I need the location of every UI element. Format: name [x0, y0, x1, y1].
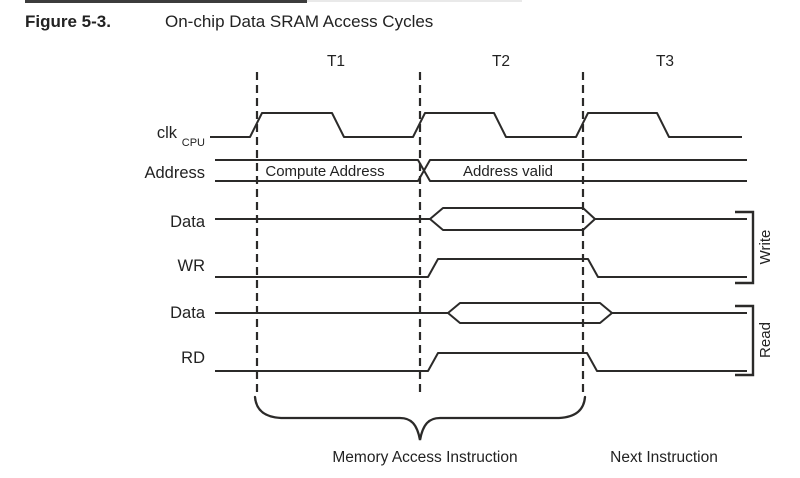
wr-waveform [215, 258, 747, 278]
read-group-bracket [735, 304, 755, 377]
data-read-valid-bus [447, 302, 613, 324]
cycle-label-t2: T2 [492, 53, 510, 70]
address-bus-bottom-line [215, 159, 747, 182]
signal-label-data-write: Data [170, 213, 206, 231]
signal-label-wr: WR [178, 257, 206, 275]
figure-label: Figure 5-3. [25, 12, 111, 31]
next-instruction-annotation: Next Instruction [610, 449, 718, 466]
cycle-label-t3: T3 [656, 53, 674, 70]
read-group-label: Read [757, 322, 774, 358]
write-group-label: Write [757, 230, 774, 265]
cycle-label-t1: T1 [327, 53, 345, 70]
top-rule-fragment [25, 0, 307, 3]
clk-waveform [210, 112, 742, 138]
top-rule-fragment-faint [307, 0, 522, 2]
signal-label-clk: clk [157, 124, 178, 142]
memory-access-brace [253, 395, 587, 441]
write-group-bracket [735, 210, 755, 285]
data-write-valid-bus [429, 207, 596, 231]
figure-title: On-chip Data SRAM Access Cycles [165, 12, 433, 31]
signal-label-rd: RD [181, 349, 205, 367]
signal-label-data-read: Data [170, 304, 206, 322]
rd-waveform [215, 352, 747, 372]
address-phase-valid: Address valid [463, 163, 553, 180]
memory-access-annotation: Memory Access Instruction [332, 449, 517, 466]
signal-label-clk-subscript: CPU [182, 137, 205, 149]
signal-label-address: Address [144, 164, 205, 182]
address-phase-compute: Compute Address [265, 163, 384, 180]
